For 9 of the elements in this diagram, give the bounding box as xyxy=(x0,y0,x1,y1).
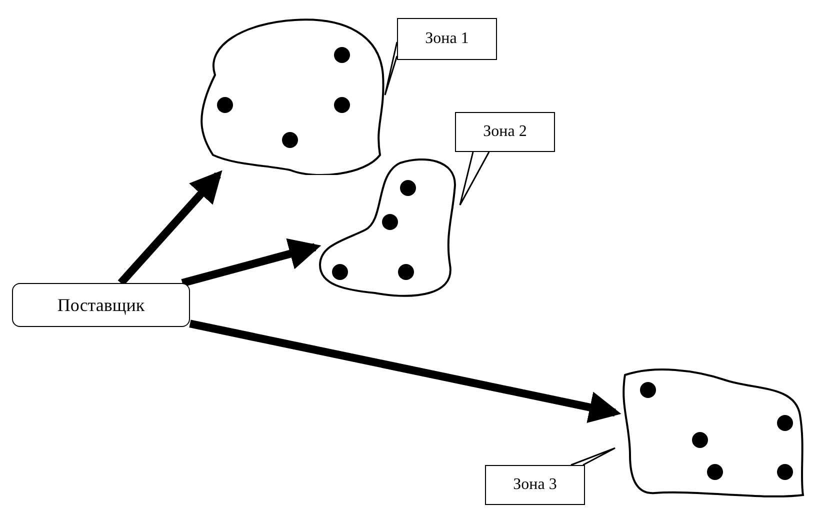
arrow xyxy=(189,320,622,424)
supplier-box: Поставщик xyxy=(12,283,190,327)
arrow xyxy=(181,238,322,287)
arrow xyxy=(118,170,222,286)
callout-pointer xyxy=(384,41,398,96)
callout-label: Зона 1 xyxy=(397,18,497,60)
callout-pointer xyxy=(459,151,490,206)
callout-label: Зона 3 xyxy=(485,465,585,505)
callout-pointer xyxy=(570,447,616,466)
